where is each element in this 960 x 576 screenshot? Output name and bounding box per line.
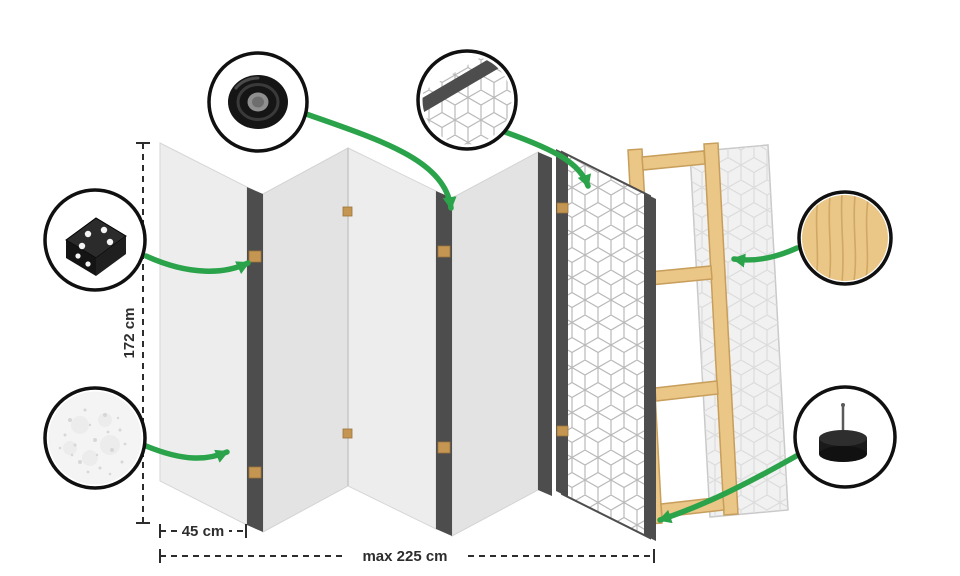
patterned-panel-face [561,150,651,540]
hinge-mark [437,245,451,258]
geometric-pattern-sample-icon [422,55,512,145]
arrow-felt-pad [657,452,801,524]
patterned-panel-right-edge [644,193,656,541]
backing-sheet-pattern [690,145,788,517]
total-width-dimension: max 225 cm [159,547,655,565]
panel-3 [347,147,437,530]
panel-edge-1 [247,187,263,532]
felt-pad-icon [819,403,867,462]
pattern-callout [416,49,518,151]
hinge-mark [248,250,262,263]
height-label: 172 cm [121,308,138,359]
hinge-callout [43,188,147,292]
backing-sheet [689,144,789,518]
metal-hinge-icon [65,217,127,276]
arrow-fleece [143,443,230,463]
wood-callout [797,190,893,286]
patterned-panel-left-edge [556,149,568,497]
label-backing [347,547,463,565]
panel-width-label: 45 cm [182,523,225,540]
hinge-mark [556,202,569,214]
fleece-callout [43,386,147,490]
hinge-mark [556,425,569,437]
height-dimension: 172 cm [121,142,150,524]
panel-edge-2 [436,191,452,536]
hinge-mark [248,466,262,479]
panel-edge-3 [538,152,552,496]
callout-arrows [143,111,801,524]
white-fleece-texture-icon [48,391,142,485]
felt-pad-callout [793,385,897,489]
panel-2 [262,147,349,533]
arrow-hinge [143,253,251,275]
adhesive-tape-icon [228,75,288,129]
tape-callout [207,51,309,153]
panel-1 [159,142,248,526]
hinge-mark [342,206,353,217]
hinge-mark [437,441,451,454]
arrow-tape [303,111,457,211]
label-backing [177,522,229,540]
frame-rung [641,150,706,171]
panel-4 [451,151,539,537]
pine-wood-texture-icon [802,195,888,281]
arrow-wood [731,245,800,268]
folding-panels [159,142,552,537]
max-width-label: max 225 cm [362,548,447,565]
patterned-panel [556,149,656,541]
panel-width-dimension: 45 cm [159,522,247,540]
hinge-mark [342,428,353,439]
arrow-pattern [502,129,591,189]
